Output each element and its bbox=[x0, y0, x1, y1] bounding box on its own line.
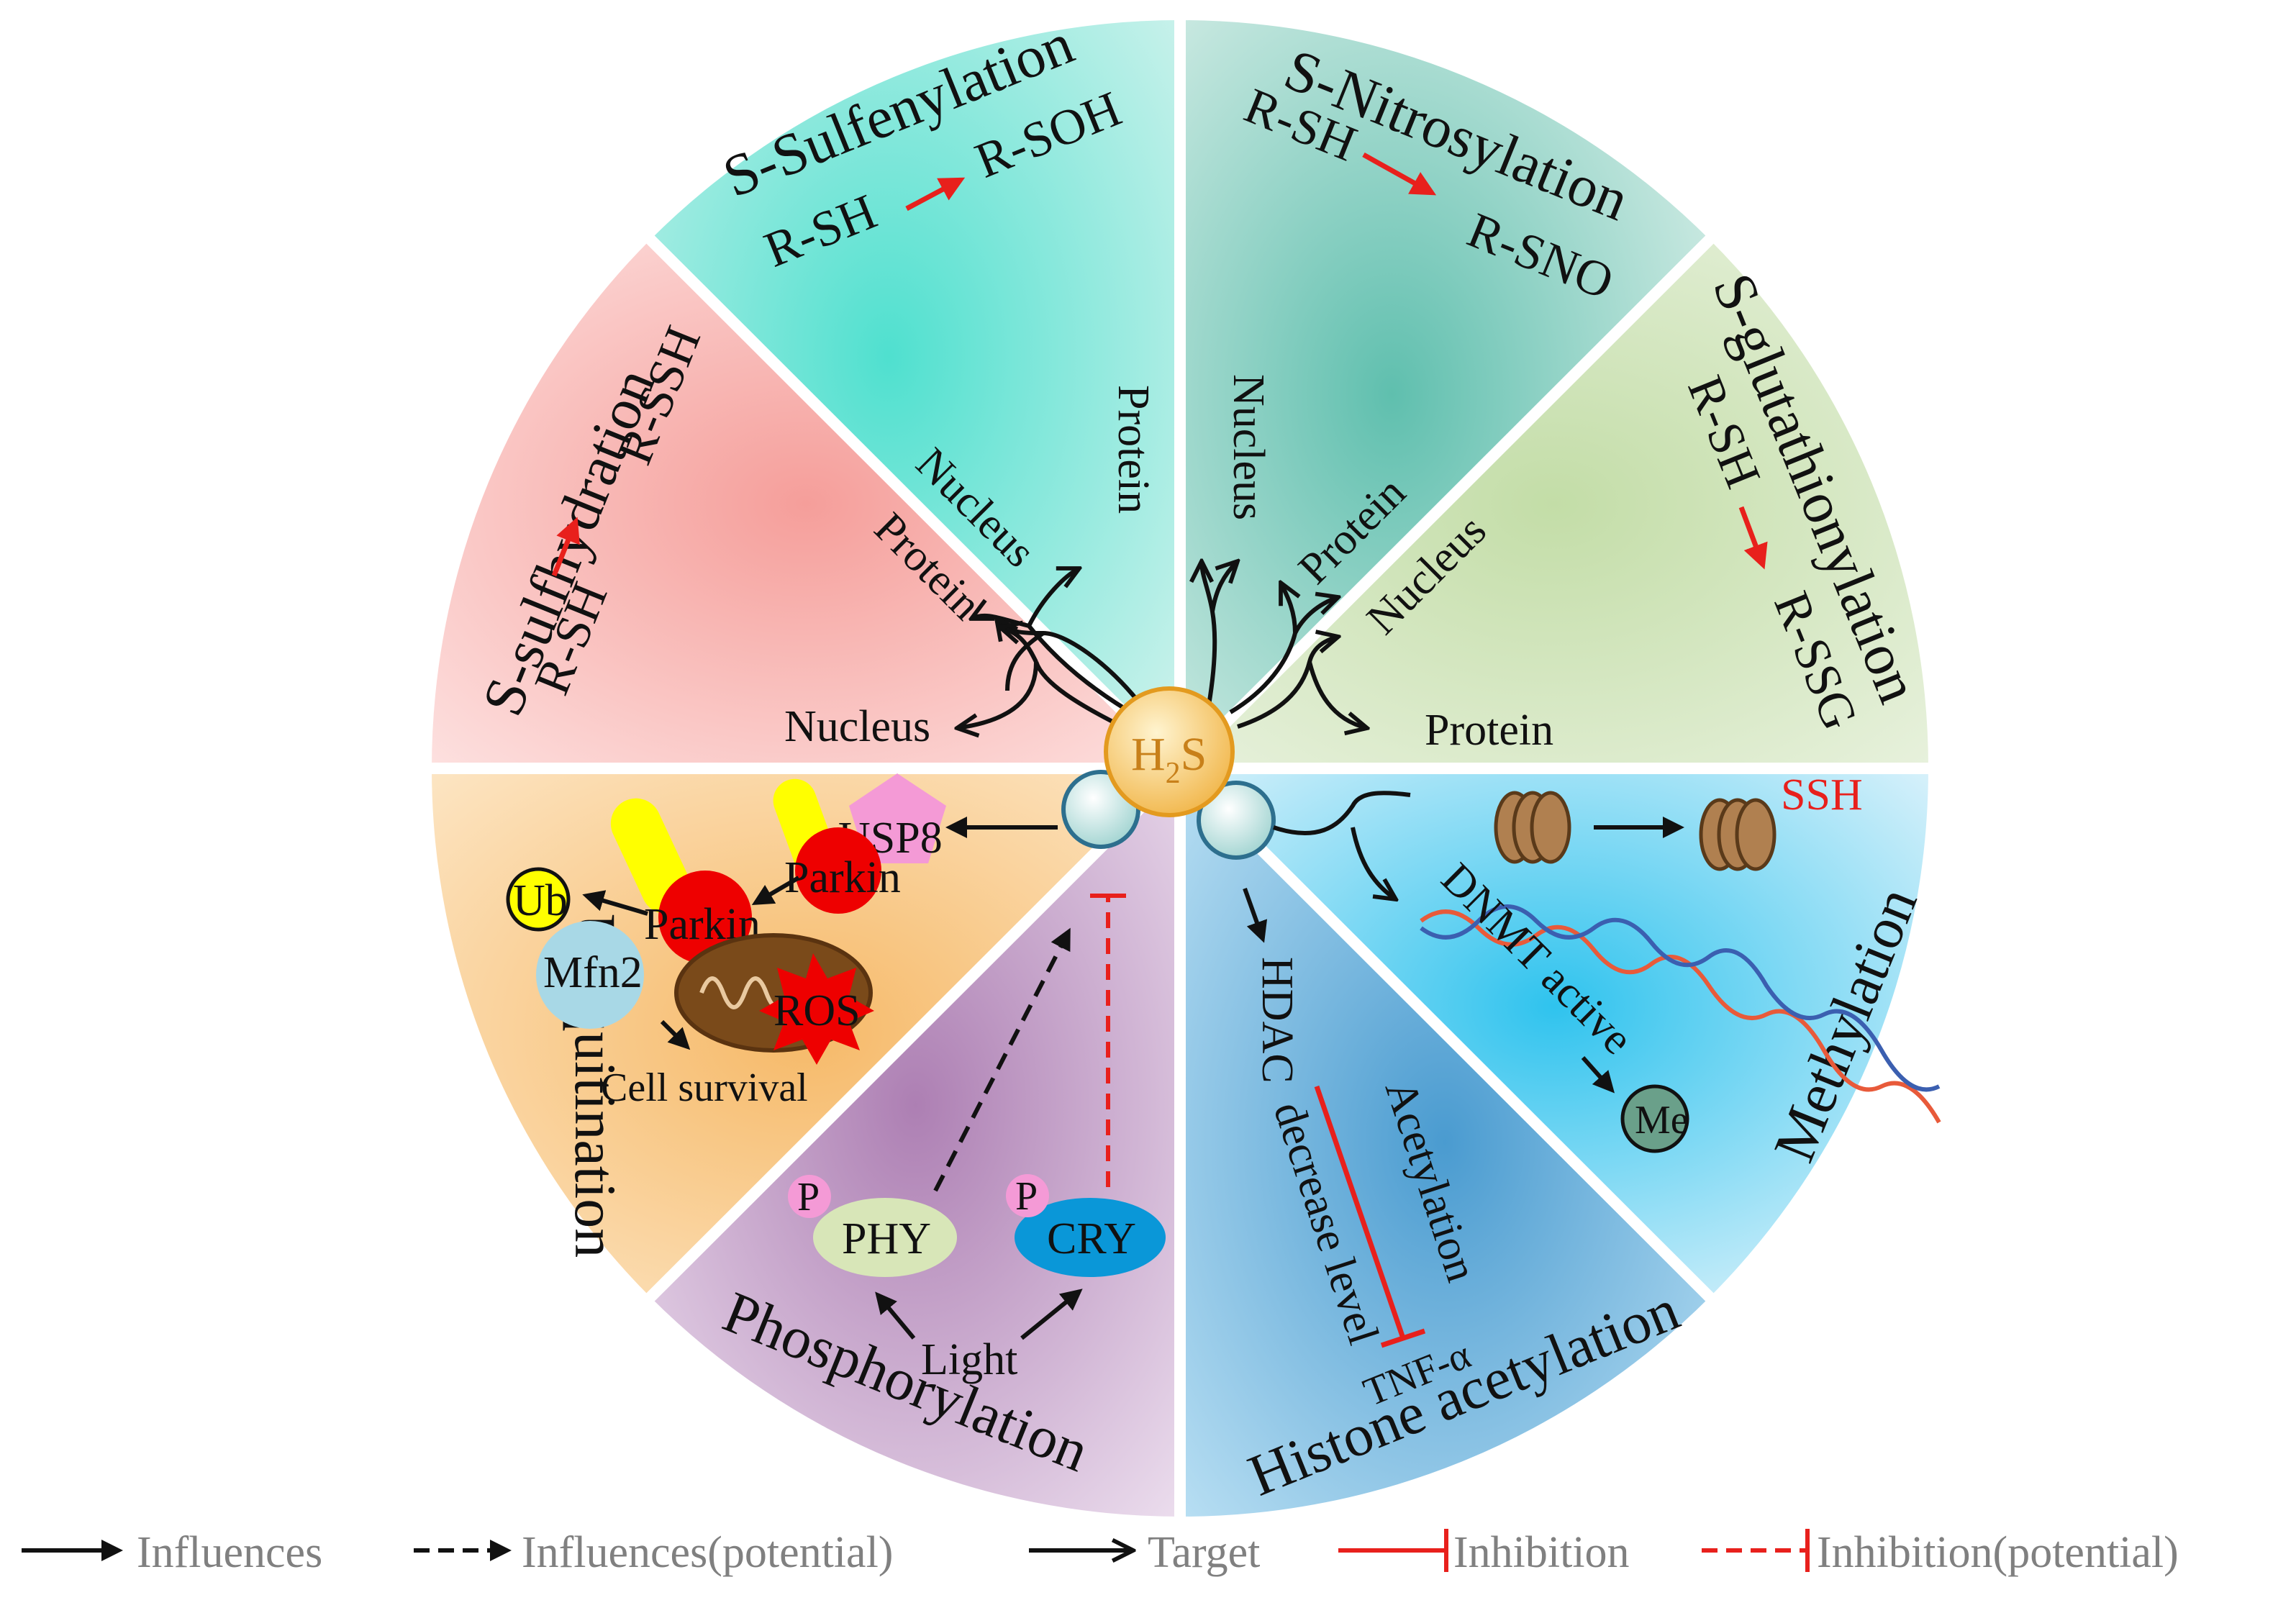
parkin-1-label: Parkin bbox=[784, 853, 901, 902]
survival-arrow bbox=[660, 1019, 691, 1050]
sector-s-glutathionylation bbox=[1180, 240, 1928, 768]
parkin-1 bbox=[795, 827, 881, 914]
nucleosome-2 bbox=[1699, 798, 1777, 871]
sector-s-sulfhydration bbox=[431, 240, 1180, 768]
me-arrow bbox=[1581, 1056, 1615, 1094]
light-phy-arrow bbox=[875, 1291, 916, 1340]
hdac-label: HDAC bbox=[1253, 957, 1302, 1083]
cry-label: CRY bbox=[1047, 1214, 1136, 1263]
me-label: Me bbox=[1635, 1098, 1689, 1142]
mfn2-circle bbox=[536, 921, 644, 1029]
ssh-label: SSH bbox=[1781, 771, 1863, 819]
cry-ellipse bbox=[1015, 1198, 1166, 1277]
phy-label: PHY bbox=[842, 1214, 931, 1263]
cry-p-circle bbox=[1006, 1174, 1049, 1217]
sector-methylation bbox=[1180, 768, 1928, 1297]
ub-arrow bbox=[582, 890, 648, 916]
ubiquitination-group: Ubiquitination USP8 Parkin Parkin Ub Mfn… bbox=[506, 773, 1058, 1258]
s-nitrosylation-arrow bbox=[1362, 152, 1437, 196]
sectors bbox=[426, 14, 1934, 1522]
sector-phosphorylation bbox=[650, 768, 1180, 1517]
s-sulfhydration-nucleus: Nucleus bbox=[784, 702, 930, 751]
s-glutathionylation-arrow bbox=[1738, 506, 1768, 570]
sector-s-sulfenylation bbox=[650, 19, 1180, 768]
usp8-pentagon bbox=[849, 773, 946, 863]
h2s-label: H2S bbox=[1131, 728, 1207, 790]
phy-p-circle bbox=[788, 1175, 831, 1218]
me-circle bbox=[1620, 1084, 1689, 1153]
light-label: Light bbox=[921, 1335, 1017, 1384]
ros-burst bbox=[759, 953, 874, 1065]
legend: Influences Influences(potential) Target … bbox=[22, 1528, 2179, 1577]
s-glutathionylation-protein: Protein bbox=[1425, 706, 1553, 755]
s-sulfenylation-protein: Protein bbox=[1109, 385, 1158, 514]
sector-histone-acetylation bbox=[1180, 768, 1710, 1517]
phy-dashed-arrow bbox=[933, 927, 1071, 1192]
phy-p-label: P bbox=[797, 1175, 820, 1219]
cry-p-label: P bbox=[1015, 1174, 1038, 1219]
s-sulfenylation-arrow bbox=[905, 177, 966, 212]
right-ball bbox=[1197, 781, 1276, 860]
legend-influences-potential-label: Influences(potential) bbox=[522, 1528, 893, 1577]
h2s-circle bbox=[1104, 686, 1235, 817]
sector-separators bbox=[426, 14, 1934, 1522]
light-cry-arrow bbox=[1020, 1289, 1083, 1340]
cell-survival-label: Cell survival bbox=[601, 1066, 808, 1110]
legend-inhibition-label: Inhibition bbox=[1453, 1528, 1630, 1577]
phy-ellipse bbox=[813, 1198, 957, 1277]
legend-influences-label: Influences bbox=[137, 1528, 322, 1577]
target-arrows bbox=[957, 561, 1367, 728]
legend-target-label: Target bbox=[1148, 1528, 1260, 1577]
legend-inhibition-potential-label: Inhibition(potential) bbox=[1817, 1528, 2179, 1577]
methylation-fork bbox=[1273, 791, 1410, 899]
dna-strand-1 bbox=[1420, 909, 1941, 1124]
s-sulfhydration-arrow bbox=[551, 517, 580, 577]
mfn2-label: Mfn2 bbox=[543, 948, 643, 997]
s-nitrosylation-nucleus: Nucleus bbox=[1224, 374, 1273, 520]
hdac-arrow bbox=[1243, 887, 1268, 943]
ros-label: ROS bbox=[773, 986, 861, 1035]
nucleosome-1 bbox=[1494, 791, 1571, 864]
ub-label: Ub bbox=[513, 876, 568, 925]
dna-strand-2 bbox=[1420, 904, 1941, 1092]
ub-circle bbox=[506, 867, 571, 932]
h2s-center: H2S bbox=[1061, 686, 1276, 860]
hdac-inhibit-bar bbox=[1380, 1328, 1426, 1348]
hdac-inhibit-line bbox=[1314, 1085, 1406, 1340]
sector-s-nitrosylation bbox=[1180, 19, 1710, 768]
parkin-arrow bbox=[751, 876, 800, 906]
